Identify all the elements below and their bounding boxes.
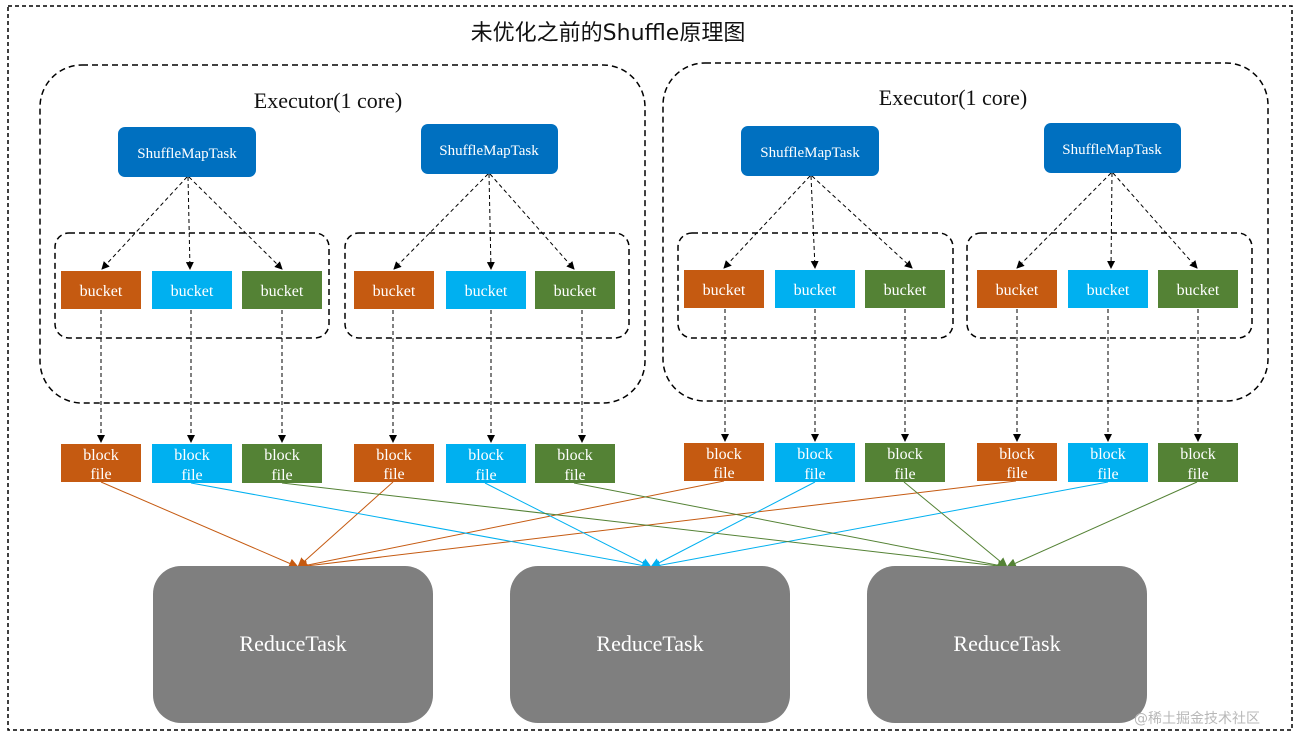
block-file-label-line2: file: [383, 466, 404, 483]
reduce-task-label: ReduceTask: [953, 631, 1060, 656]
block-file-label-line1: block: [999, 446, 1035, 463]
bucket-green: [242, 271, 322, 309]
bucket-blue: [152, 271, 232, 309]
bucket-label: bucket: [80, 283, 123, 300]
block-file-blue: [775, 443, 855, 482]
block-file-green: [242, 444, 322, 483]
bucket-green: [1158, 270, 1238, 308]
bucket-label: bucket: [171, 283, 214, 300]
watermark: @稀土掘金技术社区: [1134, 711, 1260, 727]
block-file-label-line1: block: [1090, 446, 1126, 463]
block-file-green: [1158, 443, 1238, 482]
executor-container-left: [39, 64, 646, 404]
dashed-connectors: [97, 172, 1202, 443]
reduce-task-2: ReduceTask: [510, 566, 790, 723]
map-task-1: ShuffleMapTask: [118, 127, 256, 177]
bucket-group-1: [54, 232, 330, 339]
executor-container-right: [662, 62, 1269, 402]
bucket-group-4: [966, 232, 1253, 339]
bucket-orange: [684, 270, 764, 308]
diagram-title: 未优化之前的Shuffle原理图: [471, 21, 746, 46]
block-file-label-line2: file: [804, 466, 825, 483]
block-file-label-line1: block: [1180, 446, 1216, 463]
outer-frame: [7, 5, 1293, 731]
bucket-blue: [1068, 270, 1148, 308]
block-file-row: block file block file block file block f…: [61, 443, 1238, 484]
reduce-task-3: ReduceTask: [867, 566, 1147, 723]
block-file-label-line2: file: [271, 467, 292, 484]
bucket-orange: [977, 270, 1057, 308]
bucket-label: bucket: [261, 283, 304, 300]
executor-label-right: Executor(1 core): [879, 85, 1027, 110]
bucket-blue: [775, 270, 855, 308]
reduce-task-label: ReduceTask: [239, 631, 346, 656]
block-file-label-line2: file: [564, 467, 585, 484]
bucket-orange: [61, 271, 141, 309]
block-file-label-line1: block: [174, 447, 210, 464]
map-task-4: ShuffleMapTask: [1044, 123, 1181, 173]
bucket-label: bucket: [554, 283, 597, 300]
block-file-label-line1: block: [887, 446, 923, 463]
block-file-label-line2: file: [1006, 465, 1027, 482]
reduce-task-1: ReduceTask: [153, 566, 433, 723]
block-file-label-line2: file: [1187, 466, 1208, 483]
block-file-orange: [684, 443, 764, 481]
block-file-blue: [1068, 443, 1148, 482]
block-file-orange: [977, 443, 1057, 481]
block-file-label-line1: block: [468, 447, 504, 464]
bucket-label: bucket: [465, 283, 508, 300]
bucket-label: bucket: [373, 283, 416, 300]
block-file-label-line2: file: [713, 465, 734, 482]
shuffle-lines-orange: [100, 480, 1017, 571]
block-file-label-line1: block: [376, 447, 412, 464]
bucket-label: bucket: [1177, 282, 1220, 299]
block-file-label-line2: file: [181, 467, 202, 484]
bucket-group-2: [344, 232, 630, 339]
bucket-label: bucket: [996, 282, 1039, 299]
map-task-label: ShuffleMapTask: [760, 145, 860, 161]
block-file-green: [865, 443, 945, 482]
block-file-label-line1: block: [264, 447, 300, 464]
block-file-blue: [152, 444, 232, 483]
bucket-label: bucket: [794, 282, 837, 299]
bucket-label: bucket: [884, 282, 927, 299]
block-file-label-line1: block: [706, 446, 742, 463]
block-file-orange: [354, 444, 434, 482]
bucket-green: [535, 271, 615, 309]
block-file-label-line2: file: [475, 467, 496, 484]
shuffle-lines-blue: [190, 481, 1109, 571]
bucket-label: bucket: [703, 282, 746, 299]
bucket-label: bucket: [1087, 282, 1130, 299]
bucket-blue: [446, 271, 526, 309]
bucket-row: bucket bucket bucket bucket bucket bucke…: [61, 270, 1238, 309]
block-file-label-line2: file: [90, 466, 111, 483]
block-file-label-line1: block: [557, 447, 593, 464]
shuffle-lines-green: [281, 481, 1198, 571]
block-file-blue: [446, 444, 526, 483]
reduce-task-label: ReduceTask: [596, 631, 703, 656]
block-file-label-line2: file: [894, 466, 915, 483]
map-task-label: ShuffleMapTask: [439, 143, 539, 159]
executor-label-left: Executor(1 core): [254, 88, 402, 113]
block-file-label-line2: file: [1097, 466, 1118, 483]
map-task-label: ShuffleMapTask: [137, 146, 237, 162]
bucket-green: [865, 270, 945, 308]
block-file-label-line1: block: [83, 447, 119, 464]
block-file-label-line1: block: [797, 446, 833, 463]
map-task-2: ShuffleMapTask: [421, 124, 558, 174]
block-file-orange: [61, 444, 141, 482]
bucket-orange: [354, 271, 434, 309]
map-task-3: ShuffleMapTask: [741, 126, 879, 176]
map-task-label: ShuffleMapTask: [1062, 142, 1162, 158]
block-file-green: [535, 444, 615, 483]
